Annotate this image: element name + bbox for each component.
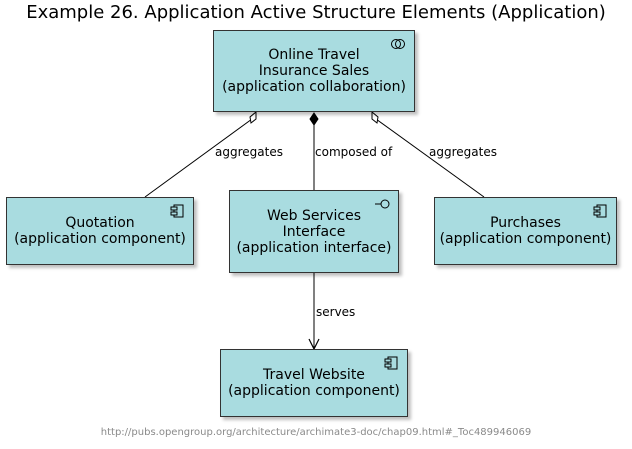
node-quotation[interactable]: Quotation (application component) bbox=[6, 197, 194, 265]
node-name: Interface bbox=[282, 223, 346, 240]
edge-label-aggregates-left: aggregates bbox=[215, 145, 283, 159]
aggregation-diamond-left bbox=[249, 110, 257, 124]
component-icon bbox=[593, 204, 607, 218]
node-travel-website[interactable]: Travel Website (application component) bbox=[220, 349, 408, 417]
diagram-title: Example 26. Application Active Structure… bbox=[26, 2, 606, 23]
collaboration-icon bbox=[391, 39, 405, 49]
source-url: http://pubs.opengroup.org/architecture/a… bbox=[100, 427, 532, 438]
node-type: (application collaboration) bbox=[222, 79, 406, 95]
composition-diamond bbox=[309, 112, 319, 126]
node-name: Quotation bbox=[65, 215, 135, 231]
node-name: Travel Website bbox=[263, 367, 365, 383]
node-name: Online Travel bbox=[268, 47, 360, 63]
edge-aggregates-left bbox=[144, 118, 253, 198]
node-type: (application interface) bbox=[236, 239, 392, 256]
edge-label-aggregates-right: aggregates bbox=[429, 145, 497, 159]
node-online-travel-insurance-sales[interactable]: Online Travel Insurance Sales (applicati… bbox=[213, 30, 415, 112]
interface-icon bbox=[375, 199, 390, 209]
component-icon bbox=[384, 356, 398, 370]
node-type: (application component) bbox=[228, 383, 400, 399]
component-icon bbox=[170, 204, 184, 218]
edge-label-composed-of: composed of bbox=[315, 145, 393, 159]
edge-label-serves: serves bbox=[316, 305, 356, 319]
aggregation-diamond-right bbox=[371, 110, 379, 124]
node-name: Web Services bbox=[266, 207, 361, 224]
node-purchases[interactable]: Purchases (application component) bbox=[434, 197, 617, 265]
node-type: (application component) bbox=[439, 231, 612, 247]
node-name: Purchases bbox=[490, 215, 561, 231]
edge-aggregates-right bbox=[375, 118, 485, 198]
node-type: (application component) bbox=[14, 231, 186, 247]
node-name: Insurance Sales bbox=[258, 63, 370, 79]
node-web-services-interface[interactable]: Web Services Interface (application inte… bbox=[229, 190, 399, 273]
